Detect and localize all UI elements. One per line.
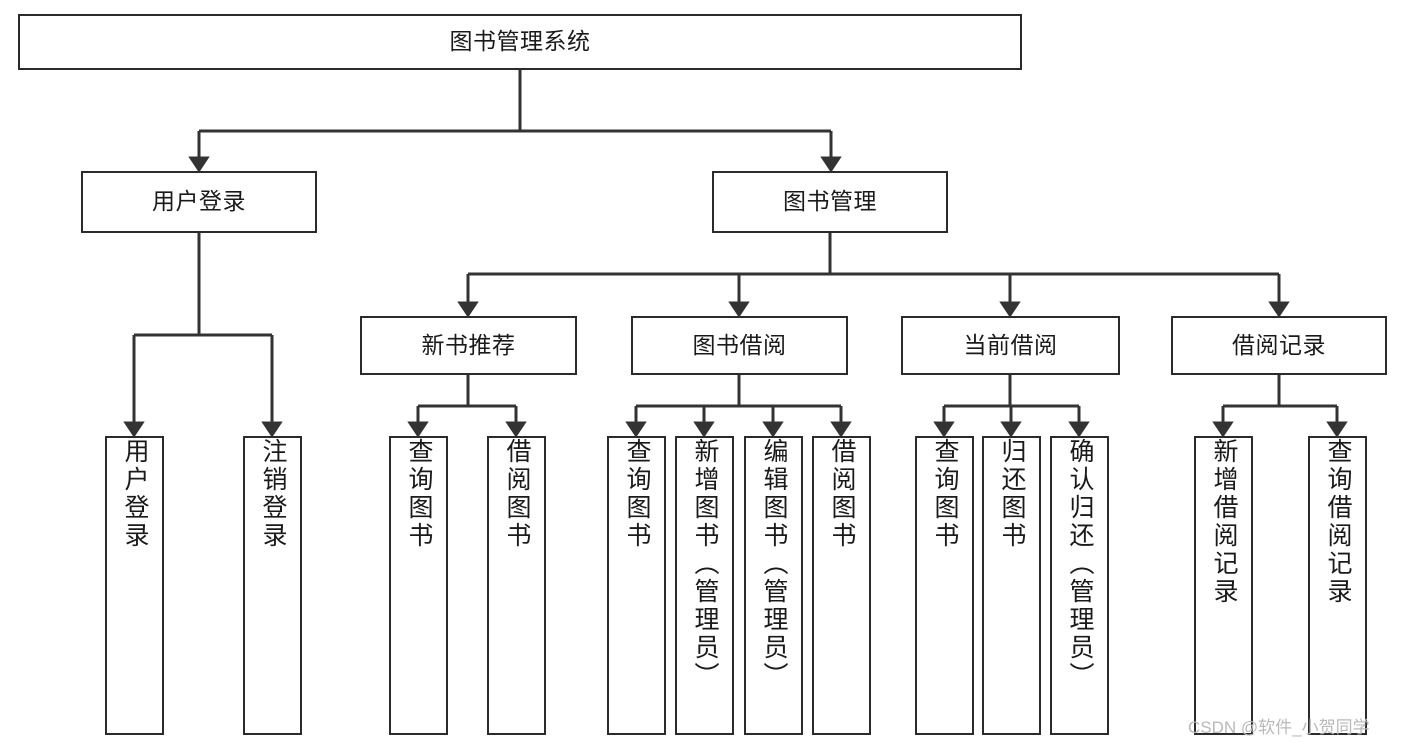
node-leaf-confirm-return-admin-label: 确认归还（管理员） [1066,438,1094,690]
node-leaf-borrow-book-1-label: 借阅图书 [503,438,531,550]
edge-borrow-record-to-leaves [1212,375,1348,438]
node-new-book-recommend[interactable]: 新书推荐 [360,316,577,375]
node-leaf-return-book-label: 归还图书 [998,438,1026,550]
node-leaf-query-book-2-label: 查询图书 [623,438,651,550]
node-root-label: 图书管理系统 [449,28,591,55]
edge-current-borrow-to-leaves [933,375,1090,438]
node-root[interactable]: 图书管理系统 [18,14,1022,70]
node-leaf-user-logout-label: 注销登录 [259,438,287,550]
node-user-login[interactable]: 用户登录 [81,171,317,233]
node-leaf-borrow-book-1[interactable]: 借阅图书 [487,436,546,735]
node-leaf-query-book-3-label: 查询图书 [931,438,959,550]
edge-new-book-recommend-to-leaves [407,375,527,438]
node-leaf-query-book-2[interactable]: 查询图书 [607,436,666,735]
node-leaf-borrow-book-2[interactable]: 借阅图书 [812,436,871,735]
node-leaf-add-borrow-record-label: 新增借阅记录 [1210,438,1238,606]
node-leaf-add-book-admin-label: 新增图书（管理员） [691,438,719,690]
edge-book-management-to-level3 [457,233,1290,318]
node-leaf-query-book-1-label: 查询图书 [405,438,433,550]
edge-root-to-level2 [188,70,842,173]
node-leaf-return-book[interactable]: 归还图书 [982,436,1041,735]
node-book-management[interactable]: 图书管理 [712,171,948,233]
node-leaf-user-login-label: 用户登录 [121,438,149,550]
node-current-borrow[interactable]: 当前借阅 [901,316,1120,375]
node-leaf-user-login[interactable]: 用户登录 [105,436,164,735]
node-book-borrow[interactable]: 图书借阅 [631,316,848,375]
node-current-borrow-label: 当前借阅 [963,331,1058,358]
node-book-management-label: 图书管理 [783,188,877,215]
node-user-login-label: 用户登录 [152,188,246,215]
node-leaf-add-borrow-record[interactable]: 新增借阅记录 [1194,436,1253,735]
edge-user-login-to-leaves [123,233,283,438]
node-leaf-add-book-admin[interactable]: 新增图书（管理员） [675,436,734,735]
node-leaf-confirm-return-admin[interactable]: 确认归还（管理员） [1050,436,1109,735]
node-borrow-record-label: 借阅记录 [1232,331,1326,358]
node-leaf-borrow-book-2-label: 借阅图书 [828,438,856,550]
node-leaf-query-book-3[interactable]: 查询图书 [915,436,974,735]
node-leaf-query-book-1[interactable]: 查询图书 [389,436,448,735]
edge-book-borrow-to-leaves [625,375,852,438]
node-leaf-query-borrow-record-label: 查询借阅记录 [1324,438,1352,606]
node-leaf-edit-book-admin[interactable]: 编辑图书（管理员） [744,436,803,735]
node-borrow-record[interactable]: 借阅记录 [1171,316,1387,375]
node-new-book-recommend-label: 新书推荐 [421,331,516,358]
node-leaf-user-logout[interactable]: 注销登录 [243,436,302,735]
node-book-borrow-label: 图书借阅 [692,331,787,358]
node-leaf-query-borrow-record[interactable]: 查询借阅记录 [1308,436,1367,735]
node-leaf-edit-book-admin-label: 编辑图书（管理员） [760,438,788,690]
